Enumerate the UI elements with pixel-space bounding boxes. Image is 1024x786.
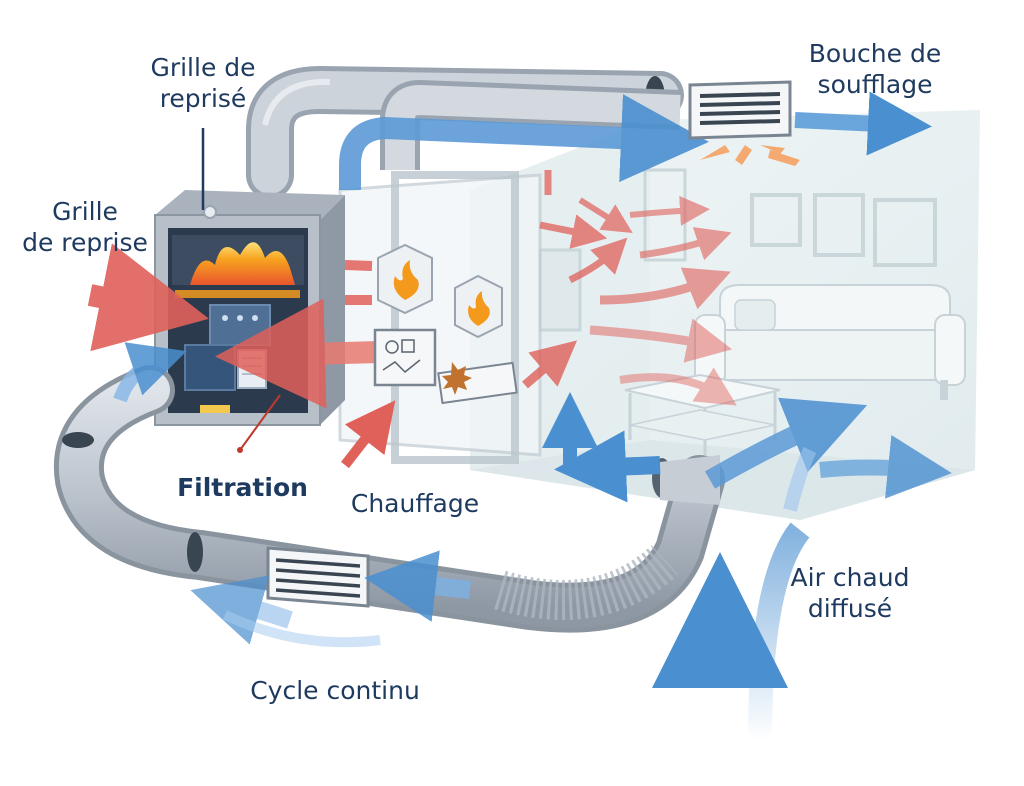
- label-line: Bouche de: [808, 39, 942, 68]
- vent-grille-icon: [266, 546, 370, 608]
- pointer-line: [239, 394, 281, 451]
- picture-frame: [873, 198, 937, 267]
- picture-frame: [750, 193, 802, 247]
- pointer-dot: [237, 447, 243, 453]
- flame-icon: [468, 291, 490, 326]
- label-line: Grille de: [150, 53, 256, 82]
- label-line: Chauffage: [350, 489, 480, 518]
- label-line: Grille: [52, 197, 118, 226]
- warm-air-rays: [700, 145, 800, 166]
- return-duct: [53, 365, 725, 633]
- label-line: Cycle continu: [250, 676, 420, 705]
- furnace: [154, 190, 345, 426]
- window: [538, 248, 582, 332]
- label-line: de reprise: [22, 228, 148, 257]
- label-line: reprisé: [159, 84, 247, 113]
- label-line: Filtration: [177, 473, 308, 502]
- label-grille-reprise-top: Grille de reprisé: [128, 52, 278, 114]
- label-line: soufflage: [817, 70, 933, 99]
- heating-element: [377, 243, 503, 339]
- label-line: diffusé: [807, 594, 893, 623]
- filter-icon: [237, 349, 267, 389]
- flame-icon: [393, 260, 419, 300]
- outflow-arrow: [794, 91, 932, 156]
- label-air-chaud: Air chaud diffusé: [770, 562, 930, 624]
- label-line: Air chaud: [790, 563, 910, 592]
- label-chauffage: Chauffage: [335, 488, 495, 519]
- label-cycle-continu: Cycle continu: [230, 675, 440, 706]
- flame-icon: [190, 242, 295, 285]
- label-grille-reprise-left: Grille de reprise: [10, 196, 160, 258]
- picture-frame: [813, 193, 865, 257]
- supply-air-arrow: [339, 94, 709, 190]
- label-filtration: Filtration: [165, 472, 320, 503]
- filter-panels: [373, 328, 518, 405]
- label-bouche-soufflage: Bouche de soufflage: [790, 38, 960, 100]
- vent-grille-icon: [688, 80, 792, 140]
- cool-air-arrows: [113, 342, 952, 760]
- warm-air-arrows: [87, 170, 737, 469]
- cabinet-frame: [338, 171, 542, 464]
- control-panel: [209, 304, 271, 346]
